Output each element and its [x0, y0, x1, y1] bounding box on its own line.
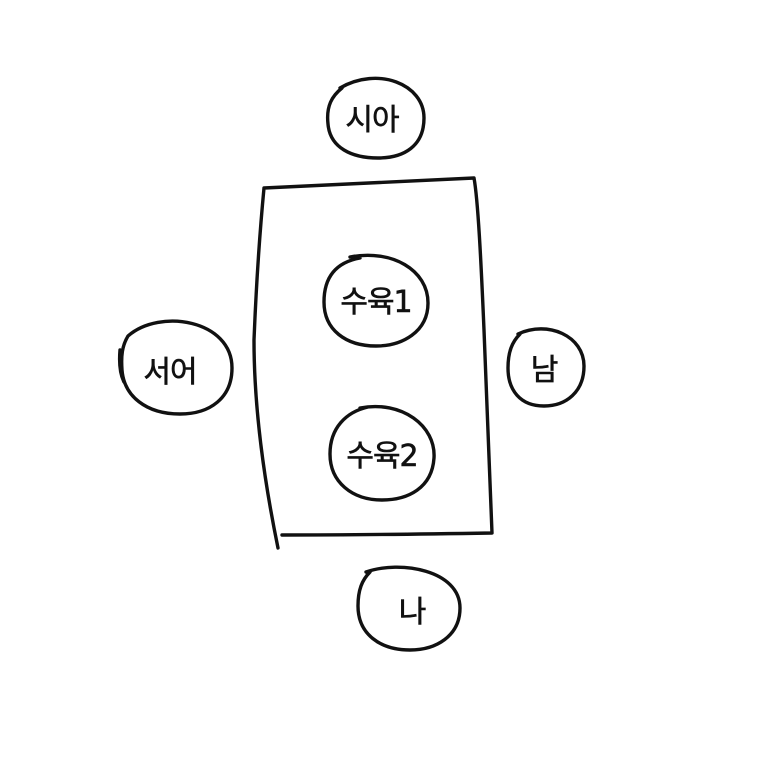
seat-left-tick — [117, 348, 126, 384]
seat-right: 남 — [506, 327, 586, 408]
seat-top: 시아 — [325, 76, 426, 160]
dish-2-circle — [328, 404, 436, 502]
seat-top-label: 시아 — [345, 103, 399, 138]
seat-left: 서어 — [117, 319, 234, 416]
table-outline — [252, 176, 494, 550]
seat-bottom: 나 — [356, 565, 462, 652]
dish-1: 수육1 — [322, 253, 430, 348]
dish-2: 수육2 — [328, 404, 436, 502]
dish-1-label: 수육1 — [340, 285, 411, 320]
seat-left-label: 서어 — [143, 355, 196, 390]
seat-right-label: 남 — [531, 353, 558, 388]
dish-1-circle — [322, 253, 430, 348]
seat-right-circle — [506, 327, 586, 408]
seat-top-circle — [325, 76, 426, 160]
seat-left-circle — [119, 319, 234, 416]
seat-bottom-label: 나 — [399, 595, 426, 630]
seat-bottom-circle — [356, 565, 462, 652]
dish-2-label: 수육2 — [346, 439, 417, 474]
